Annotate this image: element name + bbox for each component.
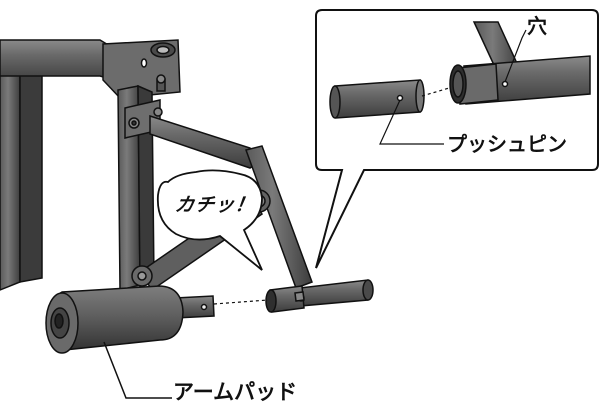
push-pin-label: プッシュピン xyxy=(447,132,567,156)
arm-pad xyxy=(45,285,215,354)
arm-pad-leader xyxy=(103,341,172,399)
click-sound-text: カチッ！ xyxy=(173,194,257,216)
insert-guide-line xyxy=(213,299,269,305)
arm-tube xyxy=(265,279,374,313)
frame xyxy=(0,39,313,292)
detail-callout xyxy=(315,9,599,269)
arm-pad-label: アームパッド xyxy=(173,380,298,404)
click-bubble xyxy=(156,169,263,271)
hole-label: 穴 xyxy=(527,14,547,38)
